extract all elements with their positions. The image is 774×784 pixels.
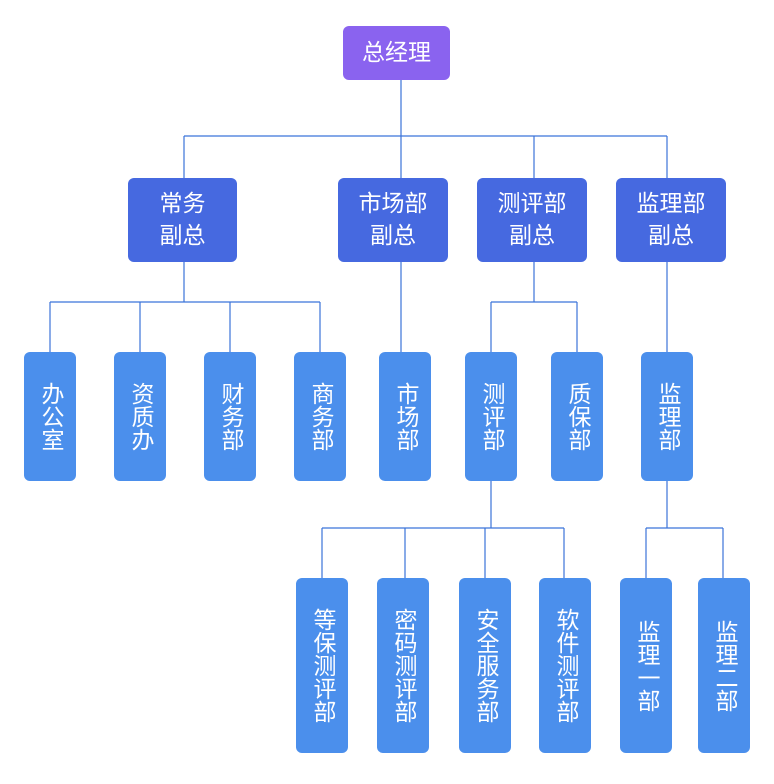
node-vp-testing: 测评部 副总 [477,178,587,262]
node-vp-marketing: 市场部 副总 [338,178,448,262]
node-general-manager-label: 总经理 [362,40,431,66]
node-sub-security-services-label: 安全服务部 [472,608,498,723]
node-dept-qualification: 资质办 [114,352,166,481]
node-sub-software-testing-label: 软件测评部 [552,608,578,723]
node-sub-supervision-one-label: 监理一部 [633,619,659,712]
node-dept-finance: 财务部 [204,352,256,481]
node-vp-testing-line2: 副总 [509,223,555,249]
node-dept-supervision: 监理部 [641,352,693,481]
node-dept-quality: 质保部 [551,352,603,481]
node-dept-qualification-label: 资质办 [127,382,153,451]
node-sub-crypto-testing: 密码测评部 [377,578,429,753]
node-dept-finance-label: 财务部 [217,382,243,451]
node-dept-business: 商务部 [294,352,346,481]
node-dept-office-label: 办公室 [37,382,63,451]
node-dept-testing-label: 测评部 [478,382,504,451]
node-sub-supervision-two: 监理二部 [698,578,750,753]
node-vp-supervision-line2: 副总 [648,223,694,249]
node-vp-marketing-line2: 副总 [370,223,416,249]
node-dept-office: 办公室 [24,352,76,481]
node-sub-crypto-testing-label: 密码测评部 [390,608,416,723]
node-dept-quality-label: 质保部 [564,382,590,451]
node-dept-business-label: 商务部 [307,382,333,451]
node-sub-supervision-two-label: 监理二部 [711,619,737,712]
node-sub-level-protection-testing: 等保测评部 [296,578,348,753]
node-sub-security-services: 安全服务部 [459,578,511,753]
node-sub-supervision-one: 监理一部 [620,578,672,753]
node-vp-supervision: 监理部 副总 [616,178,726,262]
node-vp-marketing-line1: 市场部 [358,191,428,217]
node-vp-supervision-line1: 监理部 [636,191,706,217]
node-vp-testing-line1: 测评部 [497,191,567,217]
node-dept-marketing: 市场部 [379,352,431,481]
node-dept-marketing-label: 市场部 [392,382,418,451]
node-sub-software-testing: 软件测评部 [539,578,591,753]
node-vp-executive: 常务 副总 [128,178,237,262]
node-general-manager: 总经理 [343,26,450,80]
node-dept-supervision-label: 监理部 [654,382,680,451]
node-vp-executive-line2: 副总 [159,223,206,249]
node-sub-level-protection-testing-label: 等保测评部 [309,608,335,723]
node-vp-executive-line1: 常务 [159,191,206,217]
node-dept-testing: 测评部 [465,352,517,481]
